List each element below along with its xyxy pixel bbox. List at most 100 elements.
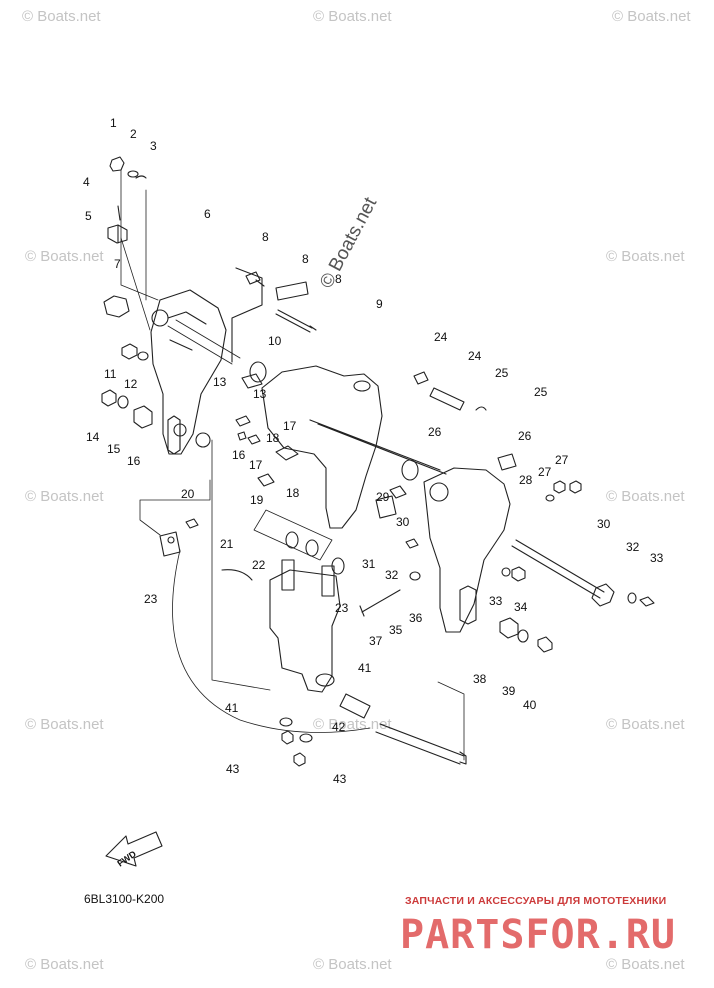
washer-27b: [501, 567, 511, 577]
washer-11: [627, 592, 637, 604]
part-label: 20: [181, 487, 195, 501]
bushing-18: [133, 405, 153, 429]
part-label: 15: [107, 442, 121, 456]
bolt-16b: [537, 636, 553, 653]
swivel-bracket-7: [261, 365, 383, 529]
bolt-30: [281, 730, 294, 745]
brand-logo-text: PARTSFOR.RU: [400, 912, 676, 956]
part-label: 24: [434, 330, 448, 344]
part-label: 22: [252, 558, 266, 572]
part-label: 32: [385, 568, 399, 582]
washer-41: [545, 494, 555, 502]
bolt-30b: [293, 752, 306, 767]
watermark: © Boats.net: [606, 248, 685, 265]
watermark: © Boats.net: [22, 8, 101, 25]
part-label: 6: [204, 207, 211, 221]
rod-15: [375, 723, 465, 765]
part-label: 28: [519, 473, 533, 487]
bushing-23: [285, 531, 299, 549]
part-label: 14: [86, 430, 100, 444]
tilt-shaft-9: [511, 539, 605, 599]
pin-4: [275, 281, 309, 301]
washer-27: [137, 351, 149, 361]
part-label: 33: [650, 551, 664, 565]
bolt-29: [185, 518, 199, 529]
part-label: 35: [389, 623, 403, 637]
part-label: 8: [302, 252, 309, 266]
bolt-16: [101, 389, 117, 407]
part-label: 4: [83, 175, 90, 189]
part-label: 9: [376, 297, 383, 311]
part-label: 40: [523, 698, 537, 712]
label-35: [497, 453, 517, 471]
nut-43: [553, 480, 566, 494]
part-label: 16: [127, 454, 141, 468]
nut-26b: [511, 566, 526, 582]
nipple-33: [237, 431, 247, 441]
part-label: 27: [555, 453, 569, 467]
part-label: 13: [213, 375, 227, 389]
nut-37: [109, 156, 125, 172]
part-label: 26: [518, 429, 532, 443]
watermark: © Boats.net: [606, 956, 685, 973]
part-label: 41: [225, 701, 239, 715]
part-label: 7: [114, 257, 121, 271]
part-label: 18: [266, 431, 280, 445]
clip-36: [135, 175, 147, 179]
washer-31: [299, 733, 313, 743]
fitting-8: [235, 415, 251, 427]
clamp-bracket-2: [150, 289, 227, 455]
washer-17: [117, 395, 129, 409]
bolt-32: [247, 434, 261, 445]
part-label: 33: [489, 594, 503, 608]
watermark: © Boats.net: [606, 488, 685, 505]
part-label: 31: [362, 557, 376, 571]
part-label: 42: [332, 720, 346, 734]
drawing-code: 6BL3100-K200: [84, 892, 165, 906]
watermark: © Boats.net: [25, 248, 104, 265]
brand-logo: PARTSFOR.RU: [400, 912, 676, 956]
part-label: 8: [262, 230, 269, 244]
tilt-cylinder: [269, 569, 341, 693]
collar-22: [413, 371, 429, 385]
circlip-24: [475, 406, 487, 411]
part-label: 5: [85, 209, 92, 223]
part-label: 30: [396, 515, 410, 529]
part-label: 34: [514, 600, 528, 614]
washer-20: [279, 717, 293, 727]
part-labels: 1 2 3 4 5 6 7 8 8 8 9 10 11 12 13 13 14 …: [83, 116, 664, 786]
part-label: 23: [144, 592, 158, 606]
screw-8b: [257, 473, 275, 487]
bolt-32b: [405, 538, 419, 549]
clamp-bracket-1: [423, 467, 511, 633]
bushing-13b: [401, 459, 419, 481]
part-label: 12: [124, 377, 138, 391]
washer-42: [409, 571, 421, 581]
part-label: 13: [253, 387, 267, 401]
part-label: 39: [502, 684, 516, 698]
part-label: 26: [428, 425, 442, 439]
watermark: © Boats.net: [25, 488, 104, 505]
bushing-18b: [499, 617, 519, 639]
part-label: 30: [597, 517, 611, 531]
hose-wire: [221, 569, 253, 581]
part-label: 36: [409, 611, 423, 625]
pin-21: [429, 387, 465, 411]
washer-17b: [517, 629, 529, 643]
part-label: 37: [369, 634, 383, 648]
part-label: 8: [335, 272, 342, 286]
watermark: © Boats.net: [606, 716, 685, 733]
part-label: 2: [130, 127, 137, 141]
bolt-40: [359, 589, 401, 617]
part-label: 3: [150, 139, 157, 153]
plate-28: [159, 531, 181, 557]
part-label: 21: [220, 537, 234, 551]
part-label: 10: [268, 334, 282, 348]
pin-19: [339, 693, 371, 719]
bushing-3: [107, 224, 128, 244]
part-label: 41: [358, 661, 372, 675]
part-label: 32: [626, 540, 640, 554]
fitting-34: [275, 445, 299, 461]
bushing-23b: [305, 539, 319, 557]
